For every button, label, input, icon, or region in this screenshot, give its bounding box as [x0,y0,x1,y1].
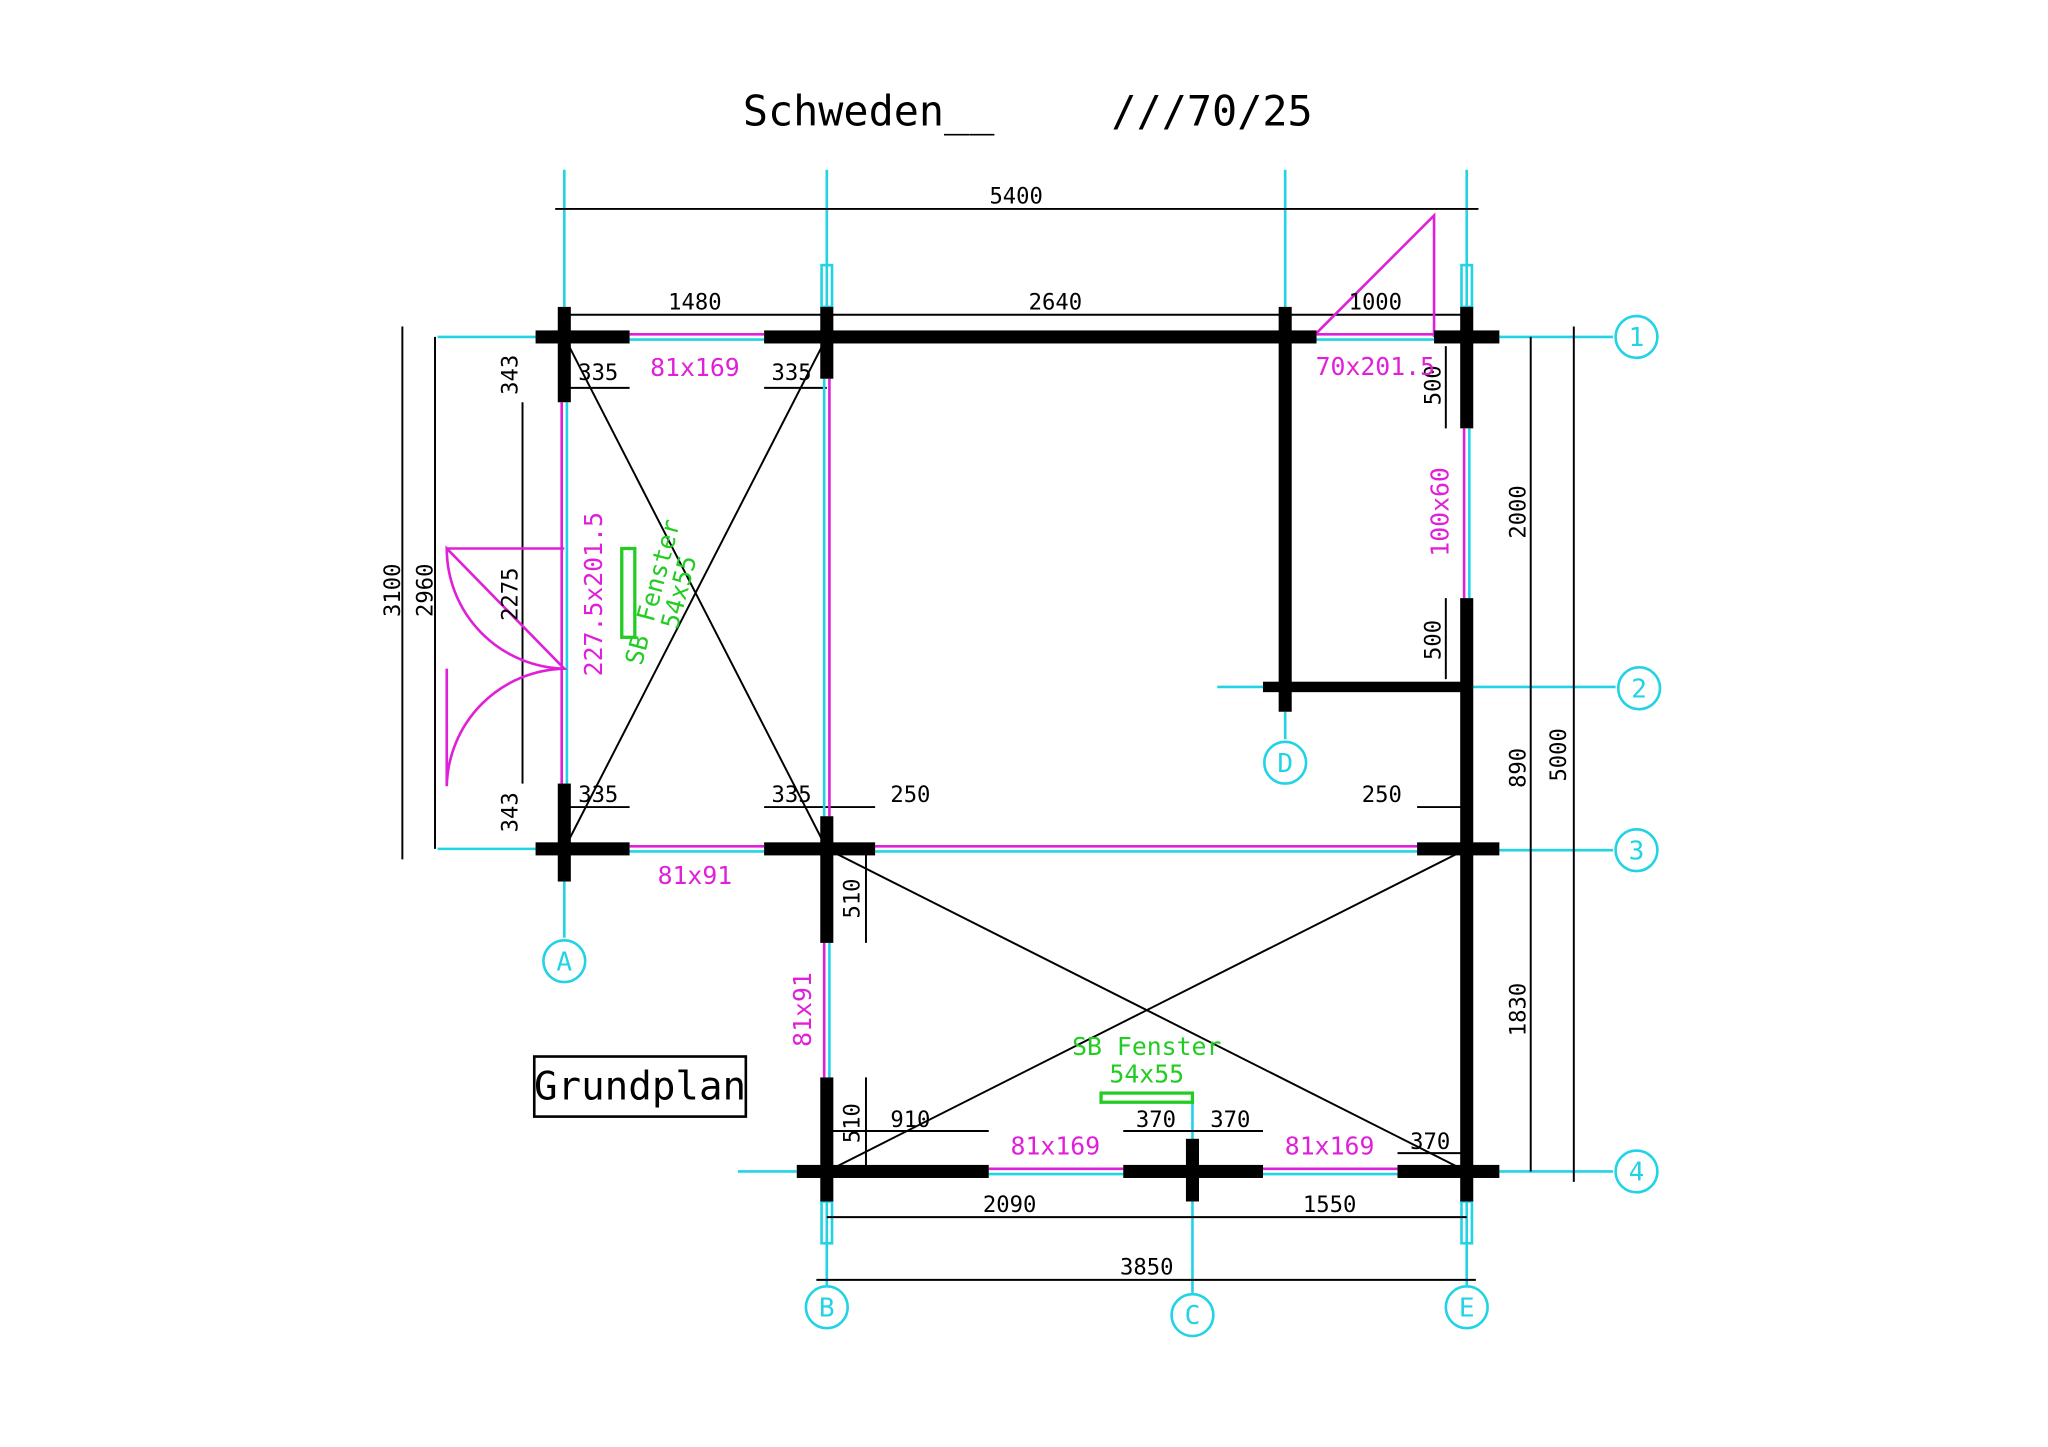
grid-axis-label: 1 [1629,323,1645,353]
grid-axis-label: C [1185,1301,1201,1331]
dim-label: 335 [772,782,812,808]
dim-label: 1480 [668,290,721,316]
grid-axis-label: 3 [1629,836,1645,866]
window-label: 81x91 [788,972,817,1047]
skylight-size: 54x55 [1109,1060,1184,1089]
dim-label: 510 [839,1103,865,1143]
dim-label: 250 [1362,782,1402,808]
grid-axis-label: A [556,947,572,977]
dim-label: 2090 [983,1192,1036,1218]
window-label: 81x169 [1011,1131,1101,1160]
dim-label: 2000 [1505,485,1531,538]
door-label: 227.5x201.5 [579,512,608,676]
plan-label-box [532,1055,748,1118]
grid-axis-label: B [819,1293,835,1323]
grid-axis-label: 2 [1631,674,1647,704]
dim-label: 5400 [989,184,1042,210]
dim-label: 335 [578,360,618,386]
window-label: 81x169 [1285,1131,1375,1160]
door-label: 70x201.5 [1316,352,1435,381]
openings [445,212,1471,1176]
dim-label: 910 [890,1107,930,1133]
window-label: 100x60 [1425,467,1454,557]
plan-code: ///70/25 [1111,86,1312,135]
dim-label: 335 [578,782,618,808]
dim-label: 1550 [1303,1192,1356,1218]
dimension-labels: 5400 1480 2640 1000 335 335 343 500 2000… [380,184,1572,1281]
window-label: 81x169 [650,353,740,382]
skylight-marker [620,546,637,639]
dim-label: 2640 [1029,290,1082,316]
dim-label: 2960 [412,564,438,617]
dim-label: 500 [1421,620,1447,660]
dim-label: 5000 [1546,728,1572,781]
opening-labels: 81x169 70x201.5 100x60 227.5x201.5 81x91… [579,352,1454,1161]
dim-label: 890 [1505,748,1531,788]
grid-bubbles: 1 2 3 4 A B C D E [542,314,1662,1338]
dimension-lines [401,207,1575,1281]
dim-label: 370 [1410,1129,1450,1155]
dim-label: 343 [497,792,523,832]
skylight-marker [1099,1091,1195,1104]
dim-label: 370 [1210,1107,1250,1133]
window-label: 81x91 [658,861,733,890]
dim-label: 335 [772,360,812,386]
dim-label: 1830 [1505,983,1531,1036]
dim-label: 250 [890,782,930,808]
dim-label: 343 [497,355,523,395]
grid-axis-label: E [1459,1293,1475,1323]
dim-label: 2275 [497,567,523,620]
grid-axis-label: D [1277,749,1293,779]
plan-title: Schweden__ [743,86,995,135]
dim-label: 3850 [1120,1255,1173,1281]
dim-label: 510 [839,878,865,918]
dim-label: 1000 [1349,290,1402,316]
walls [535,306,1500,1202]
dim-label: 500 [1421,365,1447,405]
skylight-name: SB Fenster [1072,1032,1221,1061]
grid-axis-label: 4 [1629,1158,1645,1188]
dim-label: 3100 [380,564,406,617]
dim-label: 370 [1136,1107,1176,1133]
plan-label: Grundplan [534,1065,746,1110]
